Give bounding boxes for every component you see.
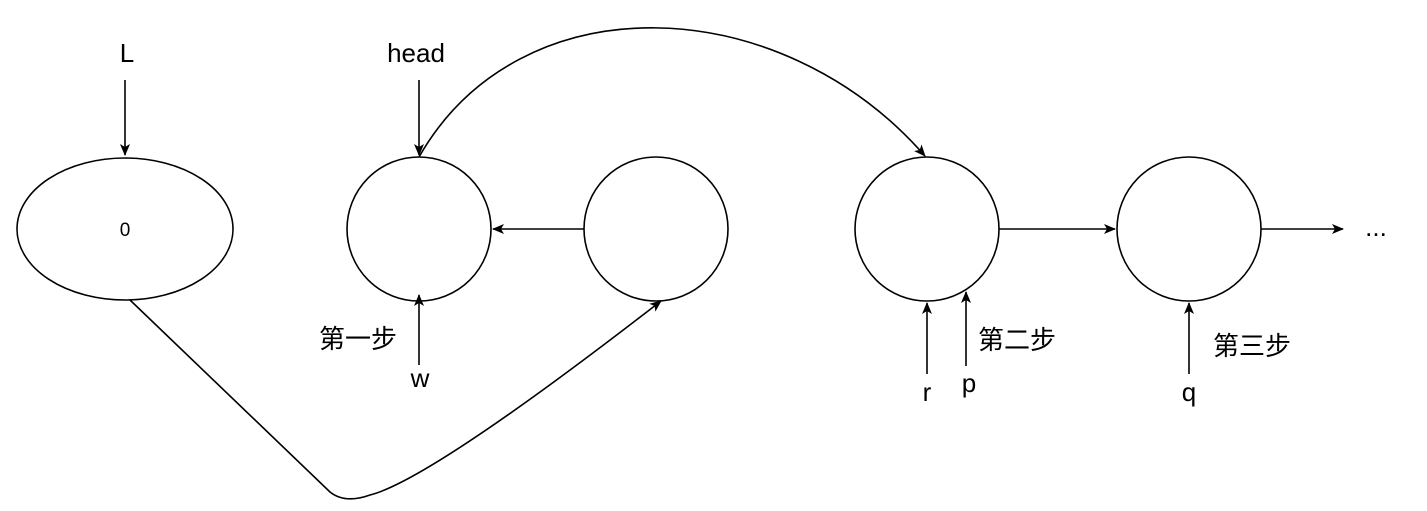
label-r: r <box>923 377 932 407</box>
label-q: q <box>1182 377 1196 407</box>
arrow-head-node-to-node-b <box>129 299 662 500</box>
node-d <box>1116 156 1262 302</box>
arrow-head-to-node-c <box>418 27 926 158</box>
list-head-value: 0 <box>120 220 131 241</box>
label-w: w <box>410 363 430 393</box>
label-p: p <box>962 368 976 398</box>
label-step1: 第一步 <box>319 324 397 354</box>
node-b <box>583 156 729 302</box>
label-ellipsis: ... <box>1365 212 1387 242</box>
node-c <box>854 156 1000 302</box>
label-step2: 第二步 <box>978 325 1056 355</box>
label-step3: 第三步 <box>1213 331 1291 361</box>
list-head-node <box>16 157 234 301</box>
node-a <box>346 156 492 302</box>
label-head: head <box>387 38 445 68</box>
label-L: L <box>120 38 134 68</box>
